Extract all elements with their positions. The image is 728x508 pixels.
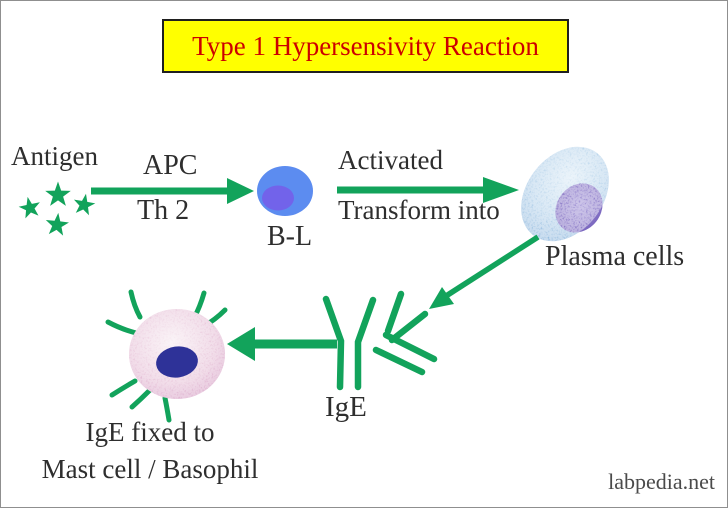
- b-lymphocyte-label: B-L: [267, 221, 313, 252]
- mast-cell: [105, 289, 228, 423]
- ige-label: IgE: [325, 391, 367, 423]
- mast-cell-caption: IgE fixed to Mast cell / Basophil: [9, 414, 291, 488]
- title-box: Type 1 Hypersensivity Reaction: [162, 19, 569, 73]
- watermark: labpedia.net: [608, 469, 715, 494]
- mast-cell-caption-line1: IgE fixed to: [85, 417, 215, 447]
- transform-into-label: Transform into: [338, 195, 500, 225]
- activated-label: Activated: [338, 145, 443, 175]
- mast-cell-caption-line2: Mast cell / Basophil: [41, 454, 259, 484]
- plasma-cells-label: Plasma cells: [545, 241, 685, 272]
- arrow-ige-to-mast-icon: [227, 327, 337, 361]
- page-title: Type 1 Hypersensivity Reaction: [192, 30, 539, 61]
- antigen-label: Antigen: [11, 141, 98, 171]
- th2-label: Th 2: [137, 195, 190, 226]
- arrow-plasma-to-ige-icon: [429, 234, 540, 309]
- b-lymphocyte-cell: [257, 166, 313, 216]
- arrow-apc-icon: [91, 178, 254, 204]
- antigen-star-icons: [17, 181, 97, 237]
- arrow-activated-icon: [337, 177, 519, 203]
- apc-label: APC: [143, 150, 198, 181]
- ige-antibody-icons: [322, 290, 438, 391]
